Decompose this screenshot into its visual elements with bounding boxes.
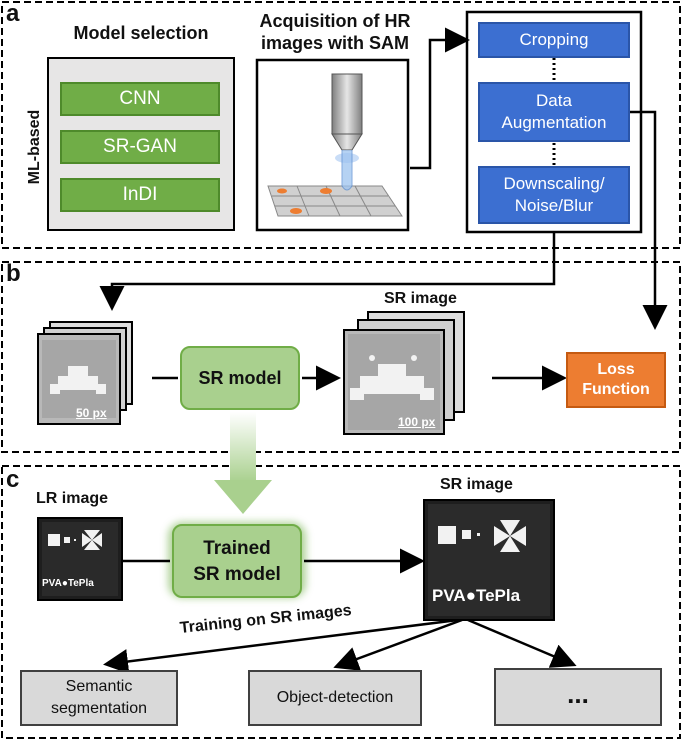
panel-label-b: b	[6, 260, 21, 287]
panel-c-frame	[1, 465, 681, 739]
trained-line1: Trained	[203, 538, 271, 559]
sam-transducer-icon	[331, 73, 363, 191]
step-downscaling: Downscaling/ Noise/Blur	[478, 166, 630, 224]
step-augmentation-line2: Augmentation	[501, 113, 607, 132]
model-sr-gan: SR-GAN	[60, 130, 220, 164]
arrow-sr-to-semantic	[103, 618, 459, 674]
panel-b-sr-image-label: SR image	[384, 290, 457, 307]
arrow-augmentation-to-loss	[630, 110, 668, 330]
step-cropping: Cropping	[478, 22, 630, 58]
arrow-sr-to-more	[467, 618, 577, 668]
model-selection-title: Model selection	[73, 23, 209, 43]
loss-function-box: Loss Function	[566, 352, 666, 408]
panel-label-a: a	[6, 0, 20, 27]
arrow-sr-to-object-detection	[333, 618, 463, 671]
loss-line2: Function	[582, 381, 650, 398]
output-scale-bar: 100 px	[398, 415, 436, 429]
arrow-downscaling-to-lr	[99, 232, 556, 311]
lr-image-stack	[37, 321, 133, 425]
arrow-acquisition-to-steps	[410, 27, 470, 170]
step-downscaling-line2: Noise/Blur	[514, 196, 594, 215]
lr-logo-text: PVA●TePla	[42, 578, 94, 589]
sr-logo-text: PVA●TePla	[432, 586, 521, 605]
step-downscaling-line1: Downscaling/	[503, 174, 605, 193]
panel-c-sr-image-label: SR image	[440, 476, 513, 493]
trained-line2: SR model	[193, 564, 281, 585]
task-more: ...	[494, 668, 662, 726]
task-object-detection: Object-detection	[248, 670, 422, 726]
model-cnn: CNN	[60, 82, 220, 116]
trained-sr-model-box: Trained SR model	[172, 524, 302, 598]
semantic-line2: segmentation	[50, 700, 148, 717]
step-augmentation-line1: Data	[536, 91, 572, 110]
semantic-line1: Semantic	[65, 678, 133, 695]
loss-line1: Loss	[597, 361, 635, 378]
sr-model-box: SR model	[180, 346, 300, 410]
panel-b-frame	[1, 261, 681, 453]
panel-label-c: c	[6, 466, 20, 493]
sample-grid	[267, 185, 403, 217]
acquisition-title-line1: Acquisition of HR	[259, 11, 411, 31]
model-indi: InDI	[60, 178, 220, 212]
ml-based-label: ML-based	[26, 109, 43, 185]
lr-image-thumbnail	[37, 517, 123, 601]
sr-image-thumbnail	[423, 499, 555, 621]
input-scale-bar: 50 px	[76, 406, 107, 420]
acquisition-title-line2: images with SAM	[260, 33, 410, 53]
step-data-augmentation: Data Augmentation	[478, 82, 630, 142]
training-transfer-arrow	[214, 412, 272, 514]
sr-image-stack	[343, 311, 465, 435]
task-semantic-segmentation: Semantic segmentation	[20, 670, 178, 726]
panel-c-lr-image-label: LR image	[36, 490, 109, 507]
